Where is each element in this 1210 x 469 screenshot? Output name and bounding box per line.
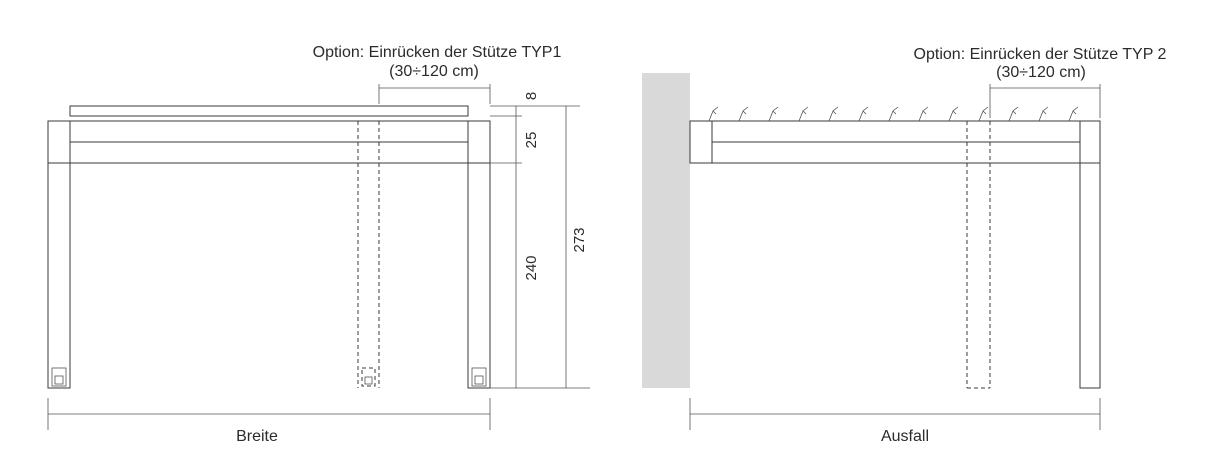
louvre-blade [948, 106, 959, 122]
front-view: Option: Einrücken der Stütze TYP1 (30÷12… [47, 44, 590, 445]
front-post [1079, 120, 1101, 389]
louvre-blade [828, 106, 839, 122]
louvre-blades [708, 106, 1079, 122]
optional-post-foot [361, 367, 376, 387]
right-post-foot [471, 367, 487, 387]
louvre-blade [858, 106, 869, 122]
option-title-typ2: Option: Einrücken der Stütze TYP 2 [914, 46, 1167, 63]
dim-label-beam: 25 [523, 132, 540, 149]
louvre-blade [918, 106, 929, 122]
option-range-typ2: (30÷120 cm) [996, 64, 1086, 81]
dim-label-total: 273 [571, 227, 588, 252]
right-post [467, 120, 491, 389]
louvre-blade [768, 106, 779, 122]
optional-post-foot-inner [364, 376, 373, 385]
width-label: Breite [236, 428, 278, 445]
louvre-blade [1068, 106, 1079, 122]
louvre-blade [888, 106, 899, 122]
louvre-blade [1038, 106, 1049, 122]
roof-cover [69, 105, 469, 117]
option-range-typ1: (30÷120 cm) [389, 63, 479, 80]
depth-label: Ausfall [881, 428, 929, 445]
louvre-blade [978, 106, 989, 122]
dim-label-post: 240 [523, 255, 540, 280]
left-post-foot-inner [54, 375, 64, 385]
side-view: Option: Einrücken der Stütze TYP 2 (30÷1… [642, 46, 1167, 445]
left-post [47, 120, 71, 389]
louvre-blade [738, 106, 749, 122]
option-title-typ1: Option: Einrücken der Stütze TYP1 [313, 44, 562, 61]
right-post-foot-inner [474, 375, 484, 385]
louvre-blade [1008, 106, 1019, 122]
louvre-blade [798, 106, 809, 122]
left-post-foot [51, 367, 67, 387]
louvre-blade [708, 106, 719, 122]
wall [642, 73, 690, 388]
dim-label-top: 8 [523, 92, 540, 100]
